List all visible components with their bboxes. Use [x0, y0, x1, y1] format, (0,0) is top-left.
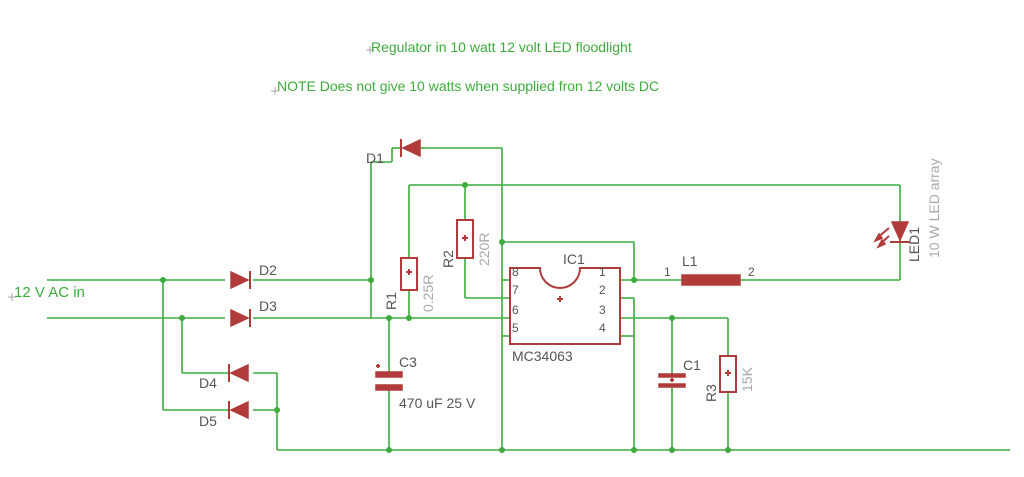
r2-name: R2: [440, 250, 456, 268]
resistor-r3: R3 15K: [703, 355, 755, 402]
r1-value: 0.25R: [420, 275, 436, 312]
l1-pin-2: 2: [748, 265, 755, 279]
r3-name: R3: [703, 384, 719, 402]
input-label-text: 12 V AC in: [14, 284, 85, 301]
ic-pin-4: 4: [599, 321, 606, 335]
capacitor-c1: C1: [658, 357, 701, 388]
ic-pin-2: 2: [599, 283, 606, 297]
ic-pin-1: 1: [599, 265, 606, 279]
r2-value: 220R: [476, 233, 492, 266]
c1-name: C1: [683, 357, 701, 373]
supply-note: NOTE Does not give 10 watts when supplie…: [271, 78, 659, 95]
led-array: LED1 10 W LED array: [873, 158, 942, 262]
d2-label: D2: [259, 262, 277, 278]
resistor-r1: R1 0.25R: [383, 257, 436, 312]
ic-pin-3: 3: [599, 303, 606, 317]
junctions: [160, 182, 731, 453]
r3-value: 15K: [739, 366, 755, 392]
title-note: Regulator in 10 watt 12 volt LED floodli…: [366, 39, 632, 55]
ic-pin-6: 6: [512, 303, 519, 317]
c3-value: 470 uF 25 V: [399, 395, 476, 411]
ac-input-label: 12 V AC in: [8, 284, 85, 301]
led-name: LED1: [906, 227, 922, 262]
ic-pin-8: 8: [512, 265, 519, 279]
d5-label: D5: [199, 413, 217, 429]
l1-name: L1: [682, 253, 698, 269]
wires: [47, 147, 1010, 451]
r1-name: R1: [383, 292, 399, 310]
diode-d2: D2: [230, 262, 277, 290]
d3-label: D3: [259, 298, 277, 314]
diode-d1: D1: [366, 138, 421, 166]
capacitor-c3: C3 470 uF 25 V: [375, 354, 476, 411]
resistor-r2: R2 220R: [440, 219, 492, 268]
led-value: 10 W LED array: [926, 158, 942, 258]
title-text: Regulator in 10 watt 12 volt LED floodli…: [371, 39, 632, 55]
diode-d3: D3: [230, 298, 277, 328]
diode-d5: D5: [199, 400, 249, 429]
d4-label: D4: [199, 375, 217, 391]
inductor-l1: L1 1 2: [664, 253, 755, 286]
d1-label: D1: [366, 150, 384, 166]
c3-name: C3: [399, 354, 417, 370]
ic-pin-7: 7: [512, 283, 519, 297]
note-text: NOTE Does not give 10 watts when supplie…: [277, 78, 659, 94]
diode-d4: D4: [199, 363, 249, 391]
ic-name: IC1: [563, 251, 585, 267]
ic-pin-5: 5: [512, 321, 519, 335]
l1-pin-1: 1: [664, 265, 671, 279]
ic-mc34063: IC1 MC34063 1 2 3 4 5 6 7 8: [509, 251, 621, 364]
ic-part: MC34063: [512, 348, 573, 364]
